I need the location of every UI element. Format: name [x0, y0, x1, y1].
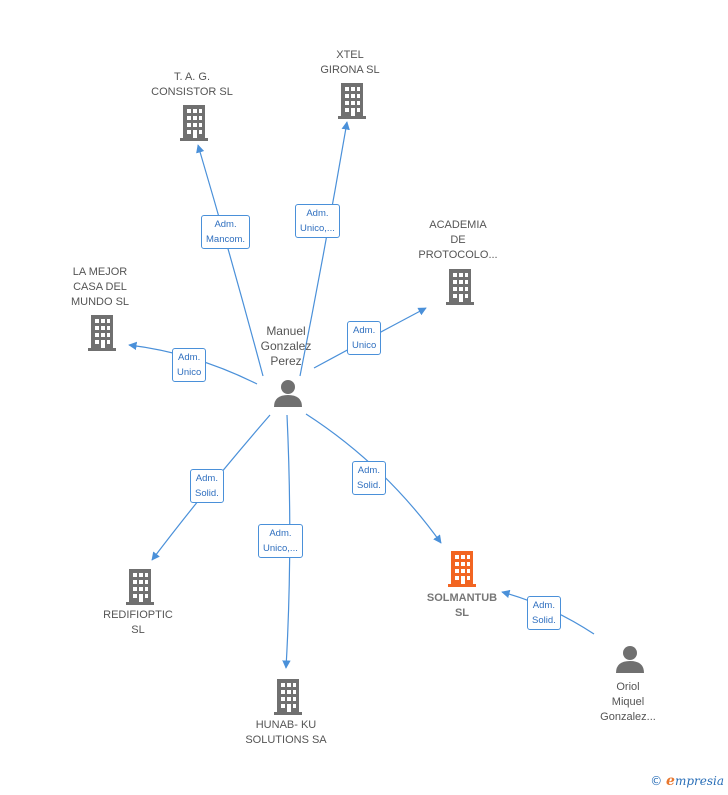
company-label-xtel[interactable]: XTEL GIRONA SL: [320, 49, 380, 76]
edge-label-academia[interactable]: Adm. Unico: [347, 321, 382, 355]
building-icon-academia[interactable]: [444, 268, 476, 306]
edge-label-solmantub[interactable]: Adm. Solid.: [352, 461, 386, 495]
building-icon-redifioptic[interactable]: [124, 568, 156, 606]
building-icon-xtel[interactable]: [336, 82, 368, 120]
company-label-tag[interactable]: T. A. G. CONSISTOR SL: [151, 71, 233, 98]
brand-text: mpresia: [674, 774, 724, 788]
company-label-solmantub[interactable]: SOLMANTUB SL: [426, 592, 498, 619]
company-label-hunab[interactable]: HUNAB- KU SOLUTIONS SA: [245, 719, 327, 746]
edge-label-lamejor[interactable]: Adm. Unico: [172, 348, 207, 382]
brand-footer: © empresia: [650, 773, 724, 789]
edge-label-oriol-solmantub[interactable]: Adm. Solid.: [527, 596, 561, 630]
person-label-center[interactable]: Manuel Gonzalez Perez: [260, 324, 312, 368]
building-icon-lamejor[interactable]: [86, 314, 118, 352]
person-icon-center[interactable]: [273, 378, 303, 408]
copyright-icon: ©: [650, 774, 663, 788]
building-icon-hunab[interactable]: [272, 678, 304, 716]
edge-label-hunab[interactable]: Adm. Unico,...: [258, 524, 303, 558]
company-label-lamejor[interactable]: LA MEJOR CASA DEL MUNDO SL: [70, 266, 130, 308]
edge-tag: [196, 144, 264, 377]
person-icon-oriol[interactable]: [615, 644, 645, 674]
brand-initial: e: [666, 773, 675, 789]
edge-xtel: [299, 121, 350, 377]
edge-label-tag[interactable]: Adm. Mancom.: [201, 215, 251, 249]
company-label-redifioptic[interactable]: REDIFIOPTIC SL: [103, 609, 173, 636]
company-label-academia[interactable]: ACADEMIA DE PROTOCOLO...: [418, 219, 498, 261]
edge-label-redifioptic[interactable]: Adm. Solid.: [190, 469, 224, 503]
building-icon-tag[interactable]: [178, 104, 210, 142]
edge-label-xtel[interactable]: Adm. Unico,...: [295, 204, 340, 238]
building-icon-solmantub[interactable]: [446, 550, 478, 588]
person-label-oriol[interactable]: Oriol Miquel Gonzalez...: [600, 681, 656, 723]
